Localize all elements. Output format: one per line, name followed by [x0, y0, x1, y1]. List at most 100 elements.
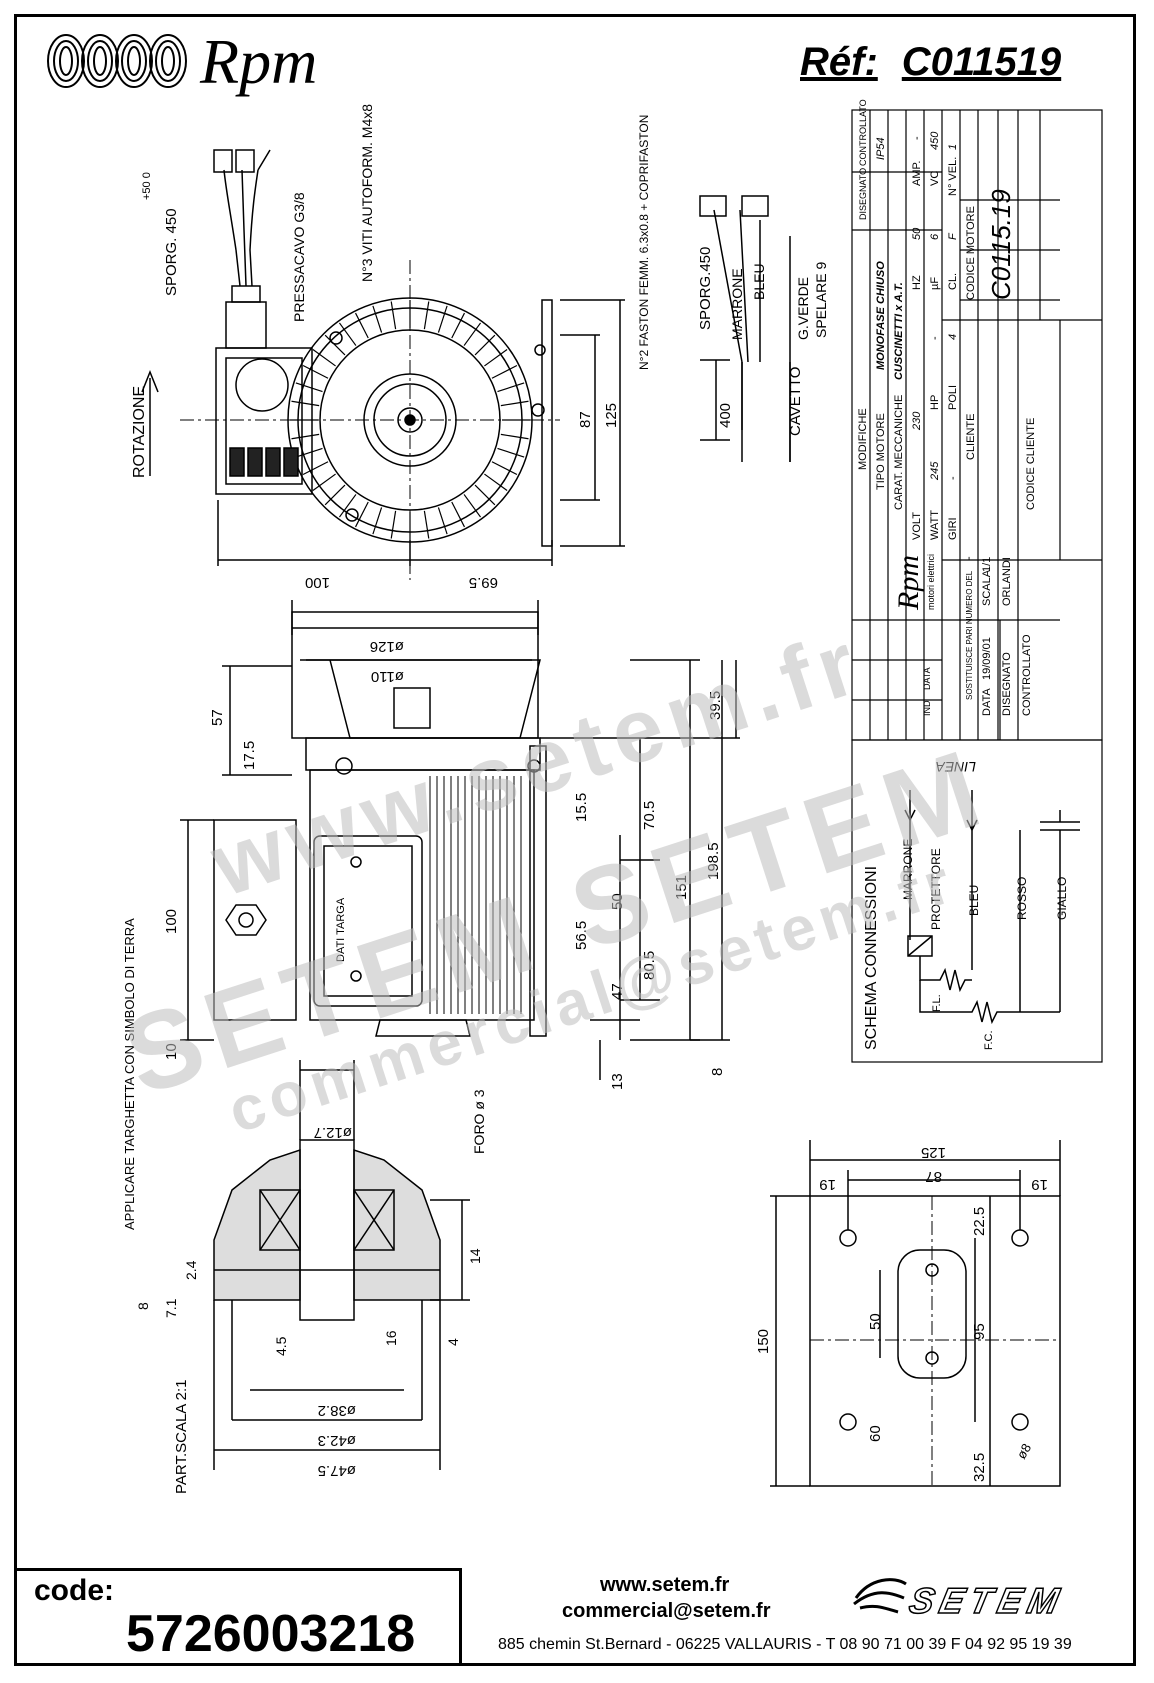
- tb-data: 19/09/01: [981, 637, 993, 680]
- schema-linea: LINEA: [936, 759, 976, 775]
- tb-ind: IND: [922, 700, 932, 716]
- dim-16: 16: [383, 1330, 399, 1346]
- tb-tipo-motore-label: TIPO MOTORE: [875, 413, 887, 490]
- tb-controllato-label: CONTROLLATO: [1021, 634, 1033, 716]
- ref-value: C011519: [901, 40, 1062, 84]
- tb-cl-label: CL.: [947, 273, 959, 290]
- tb-brand-sub: motori elettrici: [926, 554, 936, 610]
- dim-8: 8: [709, 1068, 726, 1076]
- dim-38-2: ø38.2: [318, 1402, 356, 1419]
- label-foro: FORO ø 3: [471, 1089, 487, 1154]
- label-faston: N°2 FASTON FEMM. 6.3x0.8 + COPRIFASTON: [637, 115, 651, 370]
- tb-tipo-motore: MONOFASE CHIUSO: [875, 261, 887, 370]
- tb-giri-label: GIRI: [947, 517, 959, 540]
- plate-19b: 19: [1031, 1176, 1048, 1193]
- cable-detail: [699, 195, 791, 462]
- plate-22-5: 22.5: [971, 1207, 988, 1236]
- dim-100b: 100: [163, 909, 180, 934]
- plate-60: 60: [867, 1425, 884, 1442]
- schema-giallo: GIALLO: [1055, 877, 1069, 920]
- label-cavetto: CAVETTO: [787, 367, 804, 436]
- dim-56-5: 56.5: [573, 921, 590, 950]
- plate-19a: 19: [819, 1176, 836, 1193]
- dim-17-5: 17.5: [241, 741, 258, 770]
- dim-8b: 8: [135, 1302, 151, 1310]
- dim-400: 400: [717, 403, 734, 428]
- tb-nvel-label: N° VEL.: [947, 157, 959, 196]
- bearing-detail: [213, 1060, 470, 1470]
- side-view: [180, 600, 740, 1080]
- dim-57: 57: [209, 709, 226, 726]
- tb-codice-motore-label: CODICE MOTORE: [965, 206, 977, 300]
- plate-50: 50: [867, 1313, 884, 1330]
- connection-schema-lines: [904, 790, 1080, 1025]
- code-value: 5726003218: [126, 1605, 416, 1663]
- tb-controllato-col: CONTROLLATO: [858, 99, 868, 166]
- dim-47: 47: [609, 983, 626, 1000]
- tb-vc-label: VC: [929, 171, 941, 186]
- dim-198-5: 198.5: [705, 842, 722, 880]
- tb-disegnato-label: DISEGNATO: [1001, 652, 1013, 716]
- tb-carat-label: CARAT. MECCANICHE: [893, 395, 905, 510]
- tb-disegnato-col: DISEGNATO: [858, 168, 868, 220]
- label-g-verde: G.VERDE: [795, 277, 811, 340]
- drawing-frame: [14, 14, 1136, 1666]
- tb-hp: -: [929, 336, 941, 340]
- dim-100: 100: [305, 574, 330, 591]
- ref-label: Réf:: [800, 40, 878, 84]
- dim-10: 10: [163, 1043, 180, 1060]
- label-pressacavo: PRESSACAVO G3/8: [291, 192, 307, 322]
- tb-scala-label: SCALA: [981, 569, 993, 606]
- plate-95: 95: [971, 1323, 988, 1340]
- address: 885 chemin St.Bernard - 06225 VALLAURIS …: [498, 1636, 1072, 1653]
- plate-150: 150: [755, 1329, 772, 1354]
- reference: Réf: C011519: [800, 40, 1061, 85]
- dim-110: ø110: [371, 668, 404, 685]
- tb-hz: 50: [911, 227, 923, 240]
- label-bleu: BLEU: [751, 263, 767, 300]
- label-sporg-right: SPORG.450: [697, 247, 714, 330]
- tb-uf: 6: [929, 233, 941, 240]
- setem-swirl-icon: [853, 1578, 907, 1614]
- label-rotazione: ROTAZIONE: [131, 386, 148, 478]
- rotation-arrow-icon: [141, 369, 159, 476]
- tb-carat: CUSCINETTI x A.T.: [893, 282, 905, 380]
- tb-disegnato: ORLANDI: [1001, 557, 1013, 606]
- tb-giri: -: [947, 476, 959, 480]
- setem-logo: SETEM: [905, 1579, 1069, 1622]
- label-tol-sporg-left: +50 0: [141, 172, 153, 200]
- tb-uf-label: µF: [929, 277, 941, 290]
- tb-poli: 4: [947, 334, 959, 340]
- tb-poli-label: POLI: [947, 385, 959, 410]
- tb-ip: IP54: [875, 137, 887, 160]
- tb-codice-cliente-label: CODICE CLIENTE: [1025, 418, 1037, 510]
- schema-bleu: BLEU: [967, 885, 981, 916]
- dim-15-5: 15.5: [573, 793, 590, 822]
- dim-126: ø126: [370, 638, 404, 655]
- tb-codice-motore: C0115.19: [986, 189, 1016, 300]
- tb-vc: 450: [929, 131, 941, 150]
- dim-125: 125: [603, 403, 620, 428]
- code-box: [14, 1568, 462, 1666]
- schema-fc: F.C.: [983, 1030, 995, 1050]
- tb-sostituisce: SOSTITUISCE PARI NUMERO DEL: [965, 570, 974, 700]
- mounting-plate: [770, 1140, 1061, 1487]
- code-label: code:: [34, 1574, 115, 1607]
- tb-scala: 1/1: [981, 557, 993, 572]
- dim-13: 13: [609, 1073, 626, 1090]
- website-link[interactable]: www.setem.fr: [600, 1574, 730, 1596]
- label-applicare: APPLICARE TARGHETTA CON SIMBOLO DI TERRA: [122, 918, 137, 1230]
- label-dati-targa: DATI TARGA: [335, 897, 347, 962]
- dim-87: 87: [577, 411, 594, 428]
- schema-protettore: PROTETTORE: [929, 848, 943, 930]
- dim-14: 14: [467, 1248, 483, 1264]
- plate-125: 125: [921, 1144, 946, 1161]
- tb-cliente-label: CLIENTE: [965, 414, 977, 460]
- tb-modifiche: MODIFICHE: [857, 408, 869, 470]
- label-part-scala: PART.SCALA 2:1: [173, 1379, 190, 1494]
- schema-rosso: ROSSO: [1015, 877, 1029, 920]
- dim-7-1: 7.1: [163, 1298, 179, 1318]
- tb-amp: -: [911, 136, 923, 140]
- label-sporg-left: SPORG. 450: [163, 208, 180, 296]
- email-link[interactable]: commercial@setem.fr: [562, 1600, 771, 1622]
